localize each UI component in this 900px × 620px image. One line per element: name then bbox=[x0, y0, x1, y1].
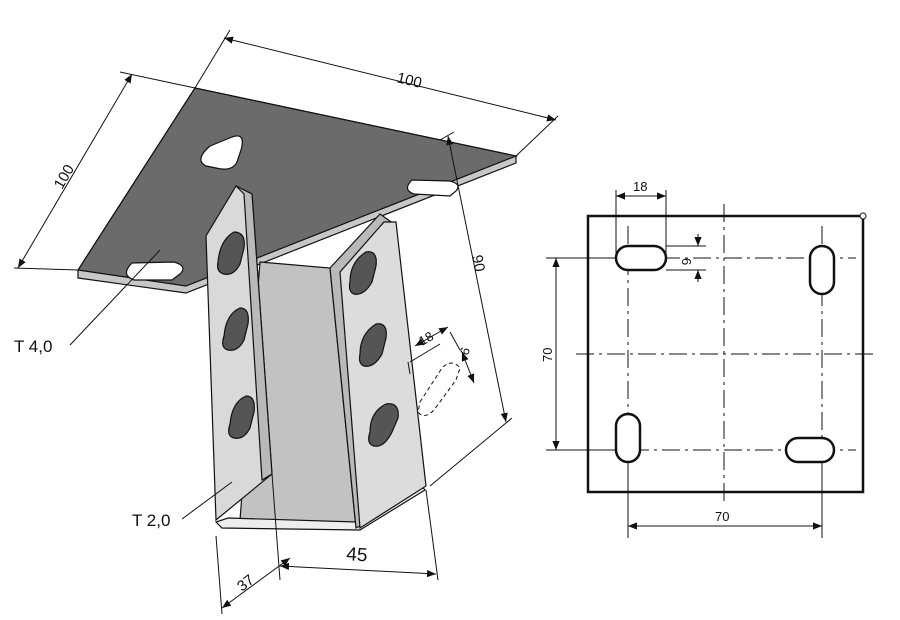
plan-slot-length-label: 18 bbox=[633, 179, 647, 194]
plate-slot-front-left bbox=[125, 261, 184, 281]
left-flange-slot-1 bbox=[217, 231, 245, 275]
slot-detail-outline bbox=[417, 362, 461, 416]
channel-width-label: 45 bbox=[346, 544, 369, 566]
slot-length-label-iso: 18 bbox=[416, 328, 436, 348]
channel-height-label: 90 bbox=[468, 254, 488, 274]
channel-left-flange bbox=[205, 185, 273, 522]
slot-width-label-iso: 6 bbox=[457, 345, 474, 357]
plate-slot-back-left bbox=[200, 135, 243, 170]
channel-depth-label: 37 bbox=[234, 571, 258, 595]
plan-slot-bottom-right bbox=[784, 436, 836, 464]
plan-view: 18 6 70 70 bbox=[540, 179, 876, 538]
plan-slot-bottom-left bbox=[614, 412, 642, 464]
right-flange-slot-3 bbox=[368, 403, 399, 447]
base-plate bbox=[76, 87, 519, 294]
plate-thickness-callout: T 4,0 bbox=[14, 337, 52, 356]
plate-width-label: 100 bbox=[395, 69, 423, 92]
plan-slot-top-left bbox=[614, 244, 668, 272]
plan-horizontal-spacing-label: 70 bbox=[715, 509, 729, 524]
right-flange-slot-1 bbox=[348, 251, 377, 295]
right-flange-slot-2 bbox=[358, 323, 387, 367]
plan-slot-width-label: 6 bbox=[679, 258, 694, 265]
plate-depth-label: 100 bbox=[51, 162, 78, 192]
right-flange-front bbox=[339, 221, 427, 530]
plan-slot-top-right bbox=[808, 244, 836, 296]
left-flange-lip bbox=[235, 185, 273, 482]
channel-right-flange bbox=[329, 213, 427, 530]
left-flange-slot-2 bbox=[222, 307, 249, 351]
channel-thickness-callout: T 2,0 bbox=[132, 511, 170, 530]
left-flange-slot-3 bbox=[228, 395, 255, 439]
plate-slot-back-right bbox=[406, 179, 459, 197]
isometric-view: 18 6 100 100 90 45 37 T 4,0 T 2,0 bbox=[13, 29, 559, 615]
plan-vertical-spacing-label: 70 bbox=[540, 348, 555, 362]
